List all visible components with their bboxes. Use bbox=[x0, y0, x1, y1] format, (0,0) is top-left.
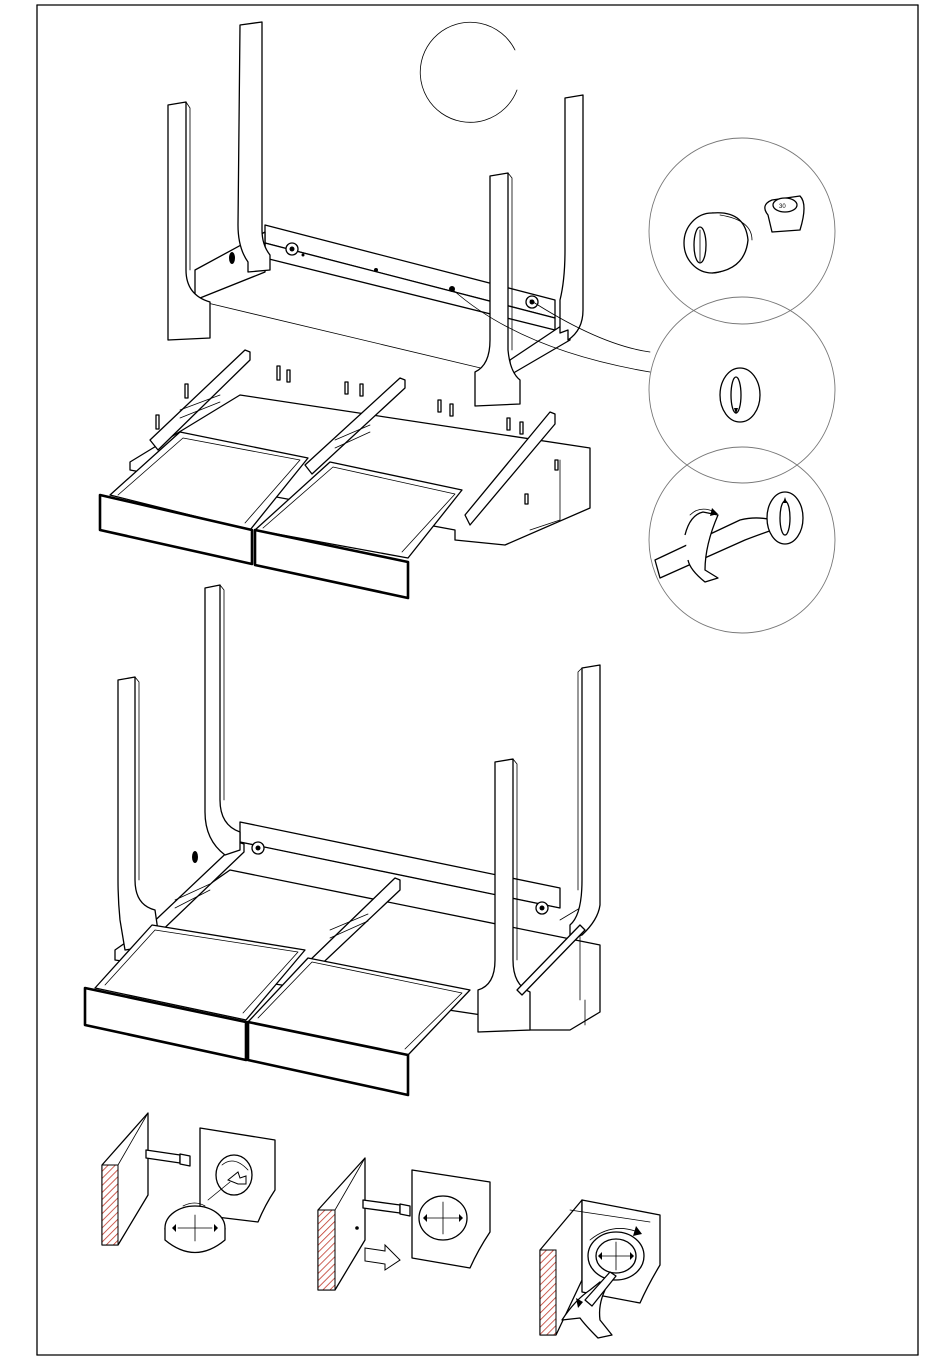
cam-lock-step-3 bbox=[540, 1200, 660, 1338]
cam-lock-step-1 bbox=[102, 1113, 275, 1253]
dowel-icon bbox=[363, 1200, 410, 1216]
svg-text:30: 30 bbox=[779, 204, 786, 210]
assembled-table bbox=[85, 585, 600, 1095]
detail-circle-screwdriver bbox=[649, 447, 835, 633]
cam-lock-step-2 bbox=[318, 1158, 490, 1290]
leg-frame-exploded bbox=[168, 22, 650, 406]
screwdriver-icon bbox=[655, 508, 778, 582]
detail-circle-cam: 30 bbox=[649, 138, 835, 324]
detail-circle-slot bbox=[649, 297, 835, 483]
dowel-icon bbox=[146, 1150, 190, 1166]
push-arrow-icon bbox=[365, 1245, 400, 1270]
rotation-circle-icon bbox=[420, 22, 517, 122]
